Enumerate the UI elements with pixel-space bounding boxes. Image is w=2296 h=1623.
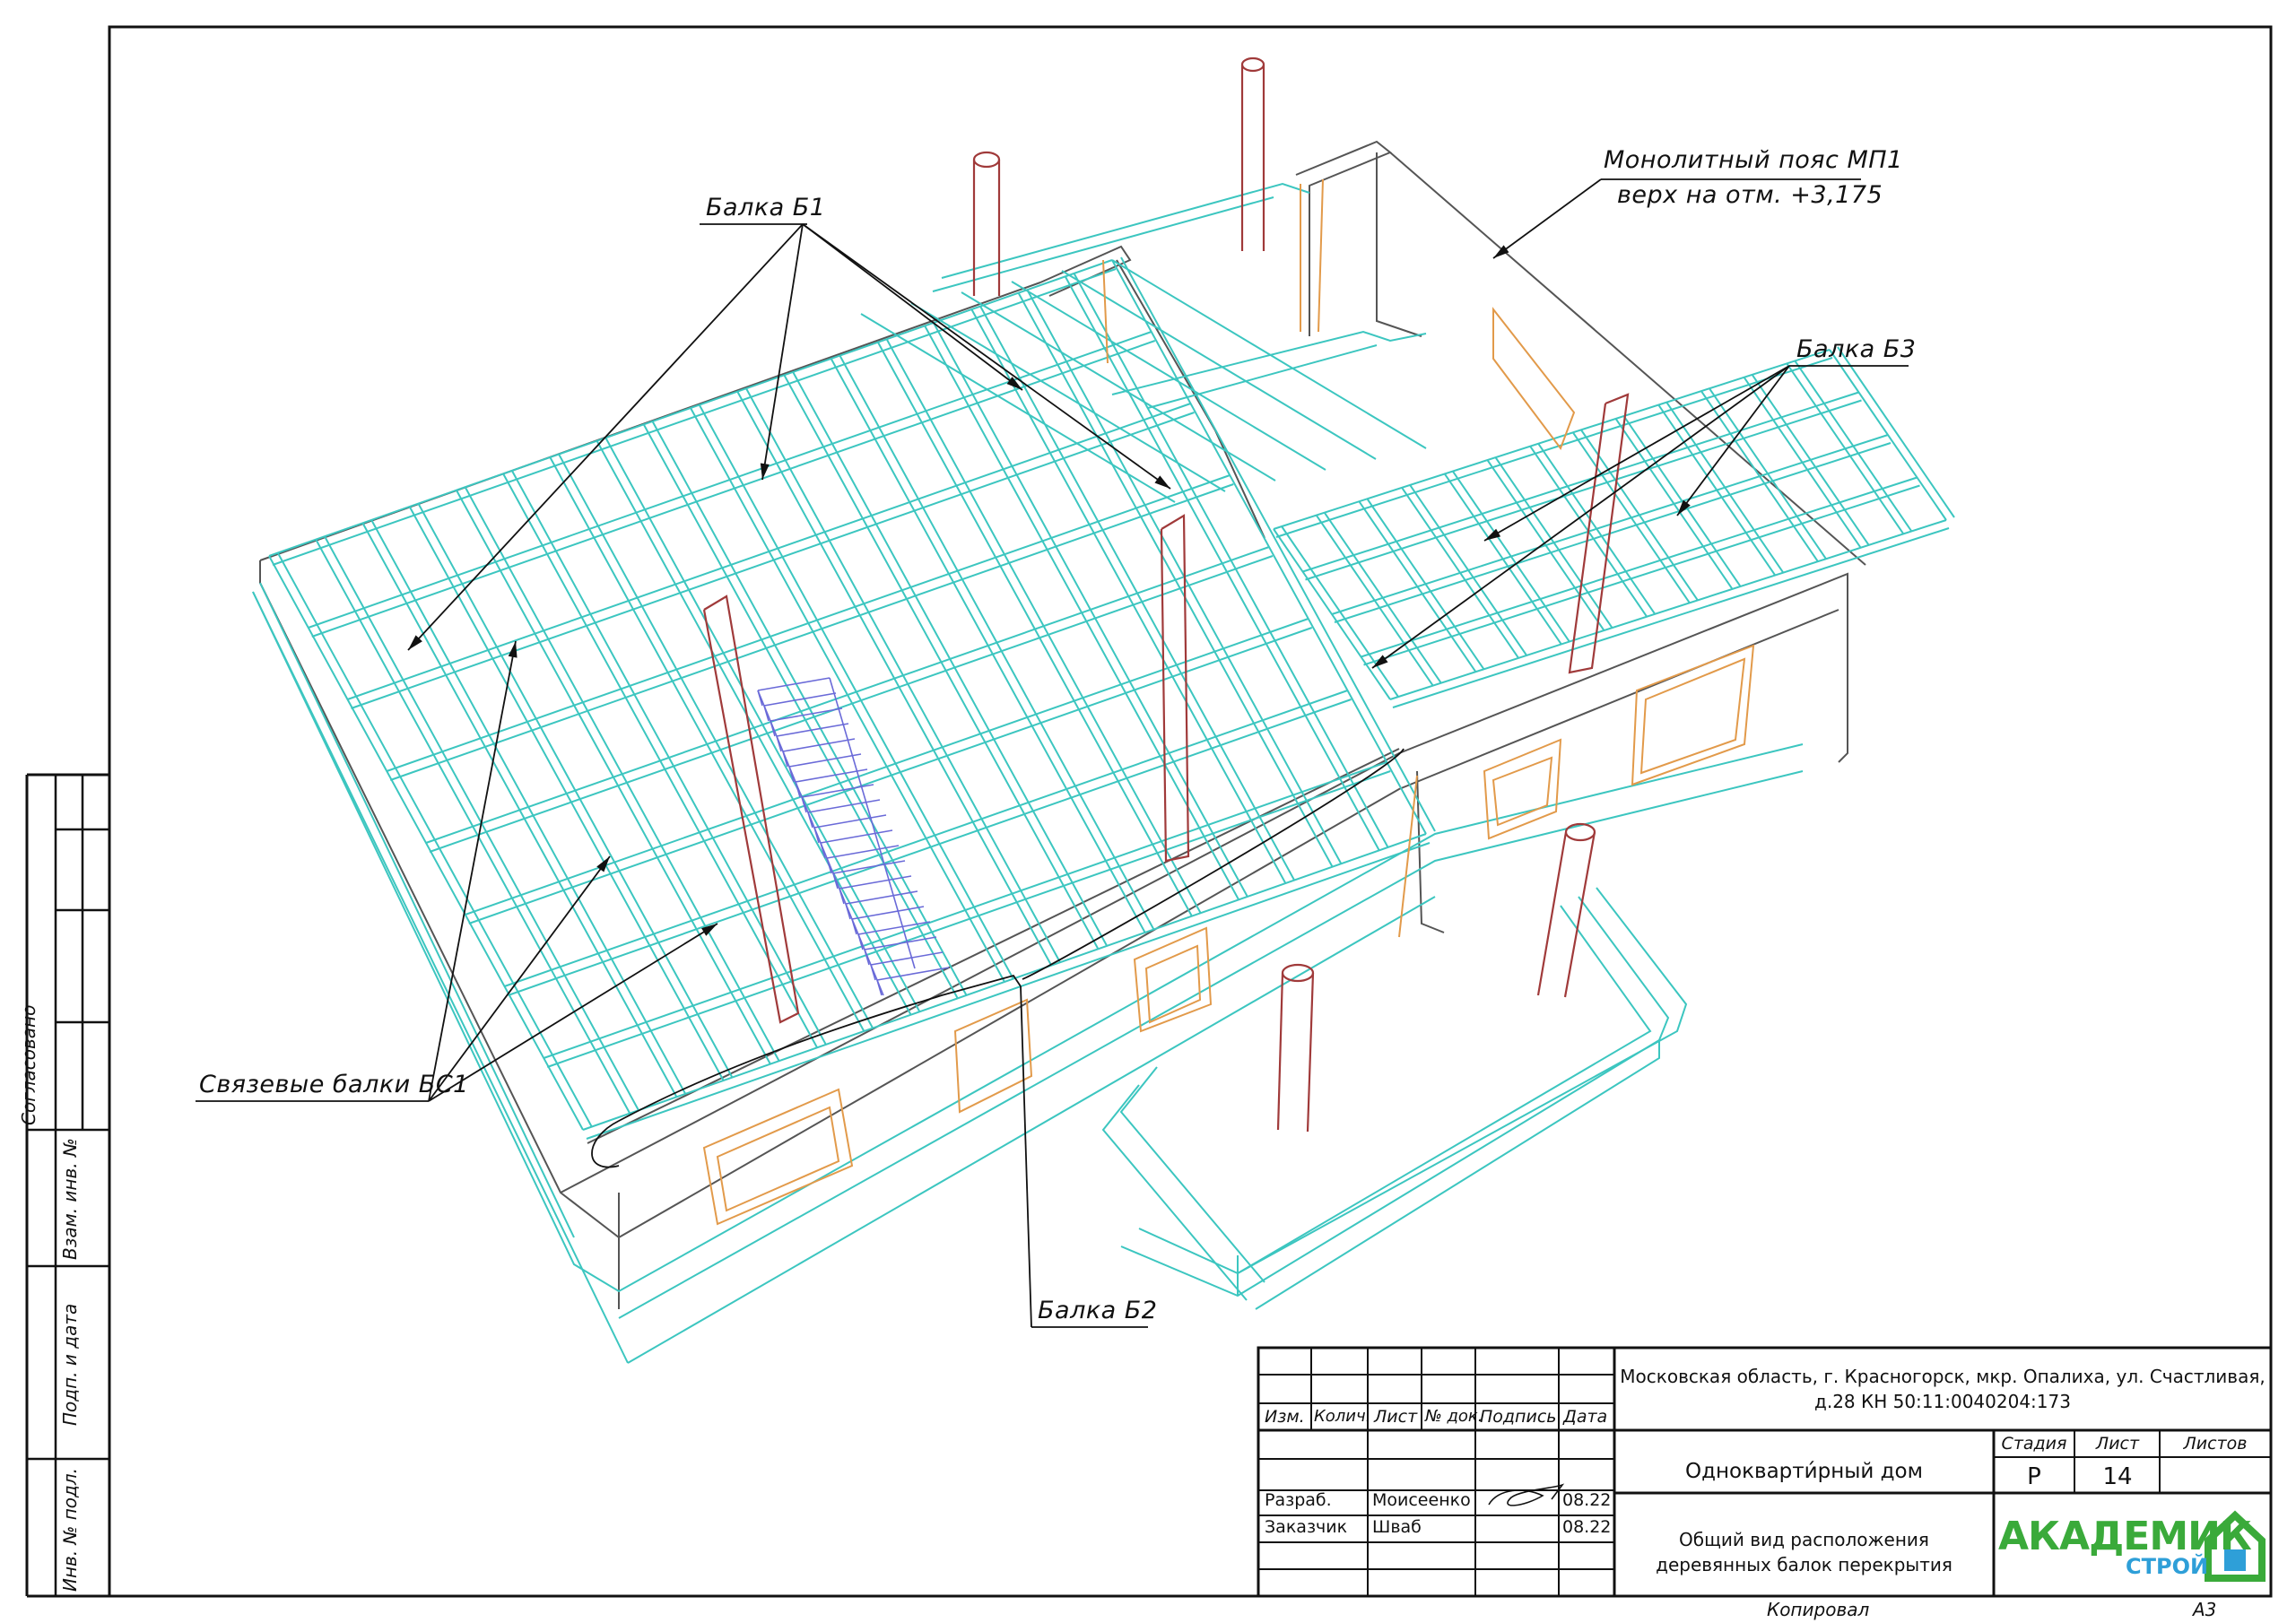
house-logo-icon: [2205, 1510, 2266, 1582]
logo-sub-text: СТРОЙ: [2126, 1554, 2209, 1579]
tb-stage-header: Стадия: [2001, 1434, 2067, 1454]
beam-grid: [268, 256, 1955, 1140]
tb-row1-role: Разраб.: [1265, 1490, 1332, 1510]
signature: [1488, 1483, 1565, 1506]
callout-bs1: Связевые балки БС1: [199, 1071, 469, 1098]
callout-mp1-line2: верх на отм. +3,175: [1617, 181, 1883, 209]
tb-sheets-header: Листов: [2183, 1434, 2248, 1454]
tb-sheet: 14: [2102, 1463, 2133, 1490]
tb-header-data: Дата: [1563, 1407, 1608, 1427]
side-inv-podl: Инв. № подл.: [59, 1468, 81, 1592]
side-soglasovano: Согласовано: [18, 1004, 39, 1125]
leader-arrowheads: [408, 245, 1691, 936]
callout-balka-b1: Балка Б1: [706, 194, 826, 221]
logo-main-text: АКАДЕМИК: [1998, 1514, 2252, 1559]
tb-header-kolich: Колич.: [1314, 1407, 1371, 1426]
title-block-grid: [1257, 1346, 2273, 1598]
tb-sheet-header: Лист: [2095, 1434, 2140, 1454]
callout-balka-b2: Балка Б2: [1038, 1297, 1158, 1324]
tb-building: Однокварти́рный дом: [1685, 1460, 1923, 1483]
tb-drawing-line2: деревянных балок перекрытия: [1656, 1554, 1952, 1575]
windows: [702, 178, 1755, 1226]
staircase: [757, 677, 950, 996]
tb-address-line1: Московская область, г. Красногорск, мкр.…: [1620, 1366, 2266, 1387]
sheet-frame: [25, 25, 2273, 1598]
tb-row2-name: Шваб: [1372, 1517, 1422, 1537]
leader-lines: [196, 178, 1909, 1328]
side-vzam-inv: Взам. инв. №: [59, 1138, 81, 1260]
tb-header-ndok: № док.: [1425, 1407, 1483, 1426]
side-stamp-grid: [27, 775, 109, 1596]
callout-balka-b3: Балка Б3: [1796, 335, 1917, 363]
tb-header-podpis: Подпись: [1480, 1407, 1557, 1427]
tb-header-list: Лист: [1374, 1407, 1418, 1427]
tb-row1-name: Моисеенко: [1372, 1490, 1471, 1510]
tb-row2-date: 08.22: [1562, 1517, 1612, 1537]
tb-drawing-line1: Общий вид расположения: [1679, 1529, 1929, 1550]
footer-copied: Копировал: [1767, 1599, 1870, 1620]
tb-address-line2: д.28 КН 50:11:0040204:173: [1814, 1391, 2071, 1412]
plinth-outlines: [252, 182, 1804, 1364]
building-walls: [259, 140, 1866, 1309]
side-podp-data: Подп. и дата: [59, 1303, 81, 1426]
footer-format: А3: [2193, 1599, 2217, 1620]
tb-row2-role: Заказчик: [1265, 1517, 1348, 1537]
callout-mp1-line1: Монолитный пояс МП1: [1604, 146, 1903, 174]
tb-row1-date: 08.22: [1562, 1490, 1612, 1510]
columns: [702, 56, 1630, 1133]
tb-stage: Р: [2027, 1463, 2041, 1490]
tb-header-izm: Изм.: [1265, 1407, 1305, 1427]
